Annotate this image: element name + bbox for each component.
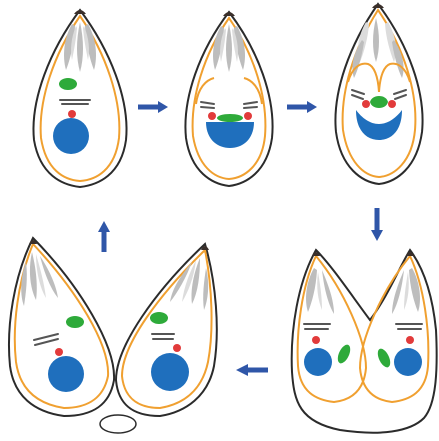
- striated-bar: [394, 90, 406, 94]
- nucleus: [151, 353, 189, 391]
- green-body: [66, 316, 84, 328]
- rod-bundle: [352, 18, 403, 78]
- arrow-head: [371, 230, 383, 241]
- arrow-left-icon: [236, 364, 268, 376]
- nucleus: [206, 122, 254, 148]
- rod: [77, 22, 83, 72]
- rod: [21, 262, 27, 306]
- green-body: [217, 114, 243, 122]
- apical-cap: [74, 10, 86, 14]
- arrow-down-icon: [371, 208, 383, 241]
- membrane-arc: [379, 64, 410, 92]
- nucleus: [356, 110, 402, 140]
- stage-5-separated-pair: [9, 238, 217, 433]
- rod: [373, 18, 379, 62]
- striated-bar: [201, 102, 214, 104]
- arrow-up-icon: [98, 221, 110, 252]
- rod-light: [404, 272, 409, 310]
- new-membrane-arcs: [196, 78, 262, 104]
- rod-bundle: [64, 22, 96, 72]
- basal-body: [208, 112, 216, 120]
- basal-body: [173, 344, 181, 352]
- stage-1-cell: [33, 10, 126, 187]
- striated-bar: [352, 90, 364, 94]
- residual-body: [100, 415, 136, 433]
- basal-body: [362, 100, 370, 108]
- arrow-right-icon: [138, 101, 168, 113]
- apical-cap: [372, 4, 384, 8]
- striated-bar: [244, 107, 257, 108]
- green-body: [59, 78, 77, 90]
- arrow-head: [307, 101, 317, 113]
- arrow-head: [236, 364, 248, 376]
- nucleus: [304, 348, 332, 376]
- stage-4-dividing-pair: [292, 250, 437, 433]
- rod: [409, 268, 420, 312]
- basal-body: [388, 100, 396, 108]
- basal-body: [244, 112, 252, 120]
- striated-bars: [152, 334, 174, 339]
- striated-bars: [34, 334, 58, 345]
- rod: [306, 268, 317, 312]
- arrow-head: [158, 101, 168, 113]
- rod: [30, 252, 37, 300]
- cell-membrane: [343, 10, 416, 177]
- nucleus: [394, 348, 422, 376]
- striated-bars: [60, 100, 90, 104]
- apical-cap: [223, 12, 235, 16]
- rod: [226, 24, 232, 72]
- stage-3-cell: [335, 4, 422, 184]
- rod-bundle: [213, 24, 245, 72]
- green-body: [335, 343, 353, 365]
- striated-bars: [201, 102, 257, 108]
- basal-body: [68, 110, 76, 118]
- basal-body: [55, 348, 63, 356]
- striated-bar: [352, 95, 363, 99]
- rod-light: [36, 254, 46, 298]
- striated-bars: [304, 324, 422, 329]
- rod: [191, 258, 200, 304]
- green-body: [150, 312, 168, 324]
- arrow-head: [98, 221, 110, 232]
- arrow-right-icon: [287, 101, 317, 113]
- basal-body: [312, 336, 320, 344]
- stage-2-cell: [185, 12, 272, 186]
- basal-body: [406, 336, 414, 344]
- green-body: [370, 96, 388, 108]
- nucleus: [48, 356, 84, 392]
- striated-bar: [201, 107, 214, 108]
- rod: [203, 268, 208, 310]
- rod-bundle: [170, 258, 208, 310]
- rod-light: [317, 272, 322, 310]
- striated-bar: [395, 95, 406, 99]
- green-body: [375, 347, 393, 369]
- cell-outline: [335, 4, 422, 184]
- nucleus: [53, 118, 89, 154]
- striated-bar: [244, 102, 257, 104]
